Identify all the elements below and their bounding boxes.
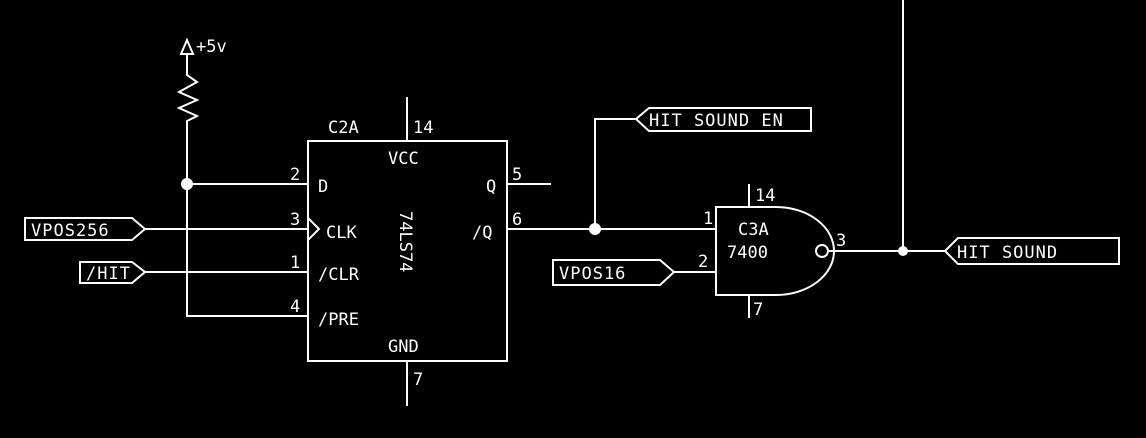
- port-vpos16-shape: [552, 259, 676, 286]
- pin-q-name: Q: [486, 177, 496, 197]
- port-hit-sound-shape: [943, 237, 1120, 265]
- flipflop-gnd-label: GND: [388, 337, 419, 357]
- port-hit-sound-en-label: HIT SOUND EN: [649, 111, 784, 131]
- gate-vcc-pin-num: 14: [755, 186, 775, 206]
- pin-clr-num: 1: [290, 253, 300, 273]
- flipflop-vcc-label: VCC: [388, 149, 419, 169]
- port-hit[interactable]: /HIT: [79, 261, 309, 284]
- resistor-icon: [176, 53, 200, 185]
- pin-q-num: 5: [512, 165, 522, 185]
- inversion-bubble-icon: [815, 244, 829, 258]
- gate-out-num: 3: [836, 231, 846, 251]
- pin-pre-num: 4: [290, 297, 300, 317]
- pullup-resistor: [176, 53, 200, 185]
- gate-in1-num: 1: [703, 209, 713, 229]
- flipflop-part: 74LS74: [395, 211, 415, 272]
- flipflop-vcc-pin-num: 14: [413, 118, 433, 138]
- nand-body: [715, 206, 835, 296]
- pullup-net: [181, 178, 309, 317]
- pin-pre-name: /PRE: [318, 310, 359, 330]
- port-hit-sound[interactable]: HIT SOUND: [943, 237, 1120, 265]
- nand-gate-7400: 14 7 C3A 7400 1 2 3: [698, 184, 846, 320]
- qn-net: [506, 118, 717, 235]
- pin-clk-name: CLK: [326, 223, 357, 243]
- flipflop-74ls74: C2A 14 VCC GND 7 74LS74 2 3 1 4 D CLK /C…: [290, 97, 551, 406]
- gate-in2-num: 2: [698, 252, 708, 272]
- port-hit-shape: [79, 261, 147, 284]
- flipflop-gnd-pin-num: 7: [413, 370, 423, 390]
- port-vpos16[interactable]: VPOS16: [552, 259, 717, 286]
- junction-dot: [589, 223, 601, 235]
- clock-triangle-icon: [306, 216, 321, 242]
- power-arrow-icon: [179, 37, 195, 55]
- gate-part: 7400: [727, 243, 768, 263]
- power-label: +5v: [196, 37, 227, 57]
- pin-d-name: D: [318, 177, 328, 197]
- port-vpos256[interactable]: VPOS256: [24, 217, 309, 241]
- pin-clr-name: /CLR: [318, 265, 360, 285]
- pin-qn-name: /Q: [472, 223, 492, 243]
- port-vpos256-shape: [24, 217, 147, 241]
- junction-dot: [898, 246, 908, 256]
- gate-gnd-pin-num: 7: [753, 300, 763, 320]
- port-hit-sound-en[interactable]: HIT SOUND EN: [634, 107, 812, 132]
- junction-dot: [181, 178, 193, 190]
- port-vpos256-label: VPOS256: [31, 221, 110, 241]
- pin-d-num: 2: [290, 165, 300, 185]
- pin-qn-num: 6: [512, 210, 522, 230]
- pin-clk-num: 3: [290, 210, 300, 230]
- gate-ref: C3A: [738, 220, 769, 240]
- output-net: [827, 0, 946, 256]
- port-vpos16-label: VPOS16: [559, 264, 626, 284]
- port-hit-label: /HIT: [86, 264, 131, 284]
- port-hit-sound-label: HIT SOUND: [957, 243, 1058, 263]
- port-hit-sound-en-shape: [634, 107, 812, 132]
- flipflop-ref: C2A: [328, 118, 359, 138]
